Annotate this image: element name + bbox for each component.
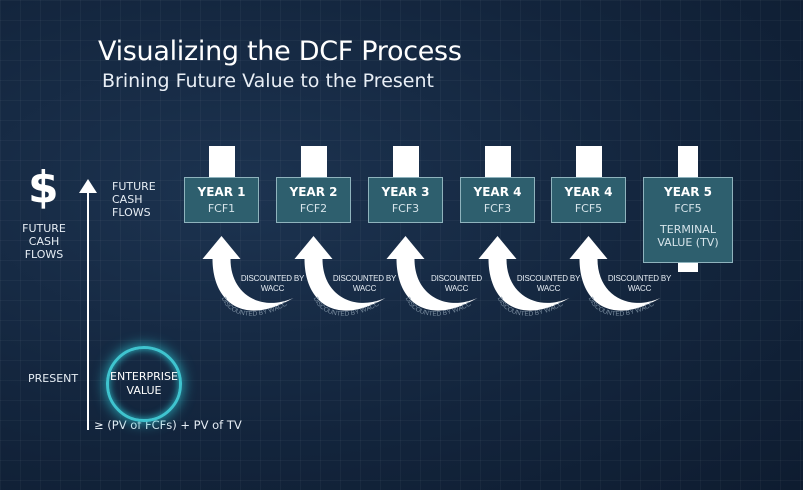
- discount-label: DISCOUNTED BY WACC: [516, 274, 581, 293]
- year-label: YEAR 5: [664, 185, 712, 199]
- year-box: YEAR 2 FCF2: [276, 177, 351, 223]
- year-label: YEAR 1: [197, 185, 246, 199]
- ev-formula: ≥ (PV of FCFs) + PV of TV: [94, 418, 242, 432]
- discount-label: DISCOUNTED WACC: [431, 274, 482, 293]
- enterprise-value-label: ENTERPRISE VALUE: [110, 370, 178, 397]
- curved-arrow-icon: [386, 236, 478, 311]
- cash-flow-bar: [392, 146, 419, 177]
- year-box: YEAR 4 FCF3: [460, 177, 535, 223]
- year-box: YEAR 4 FCF5: [551, 177, 626, 223]
- cash-flow-bar: [484, 146, 511, 177]
- fcf-label: FCF1: [207, 202, 236, 215]
- page-title: Visualizing the DCF Process: [98, 36, 462, 67]
- enterprise-value-circle: ENTERPRISE VALUE: [106, 346, 182, 422]
- cash-flow-bar: [208, 146, 235, 177]
- fcf-label: FCF3: [483, 202, 512, 215]
- year-box: YEAR 1 FCF1: [184, 177, 259, 223]
- discount-label: DISCOUNTED BY WACC: [240, 274, 305, 293]
- fcf-label: FCF5: [574, 202, 603, 215]
- axis-top-label: FUTURE CASH FLOWS: [112, 180, 156, 219]
- fcf-label: FCF5: [674, 202, 702, 215]
- dollar-icon: $: [28, 162, 59, 213]
- cash-flow-bar: [300, 146, 327, 177]
- curved-arrow-icon: [294, 236, 386, 311]
- terminal-value-label: TERMINAL VALUE (TV): [657, 223, 719, 249]
- discount-arrows: DISCOUNTED BY WACC DISCOUNTED BY WACC DISC…: [202, 236, 661, 318]
- curved-arrow-icon: [478, 236, 570, 311]
- curved-arrow-icon: [202, 236, 294, 311]
- page-subtitle: Brining Future Value to the Present: [102, 70, 434, 92]
- cash-flow-bar: [575, 146, 602, 177]
- present-label: PRESENT: [28, 372, 79, 385]
- future-cash-flows-label: FUTURE CASH FLOWS: [22, 222, 66, 261]
- year-label: YEAR 3: [381, 185, 430, 199]
- time-axis-arrowhead: [79, 179, 97, 193]
- fcf-label: FCF3: [391, 202, 420, 215]
- year-label: YEAR 4: [564, 185, 613, 199]
- year-box: YEAR 3 FCF3: [368, 177, 443, 223]
- year-label: YEAR 4: [473, 185, 522, 199]
- discount-label: DISCOUNTED BY WACC: [332, 274, 397, 293]
- curved-arrow-icon: [569, 236, 661, 311]
- year-label: YEAR 2: [289, 185, 338, 199]
- discount-label: DISCOUNTED BY WACC: [607, 274, 672, 293]
- fcf-label: FCF2: [299, 202, 328, 215]
